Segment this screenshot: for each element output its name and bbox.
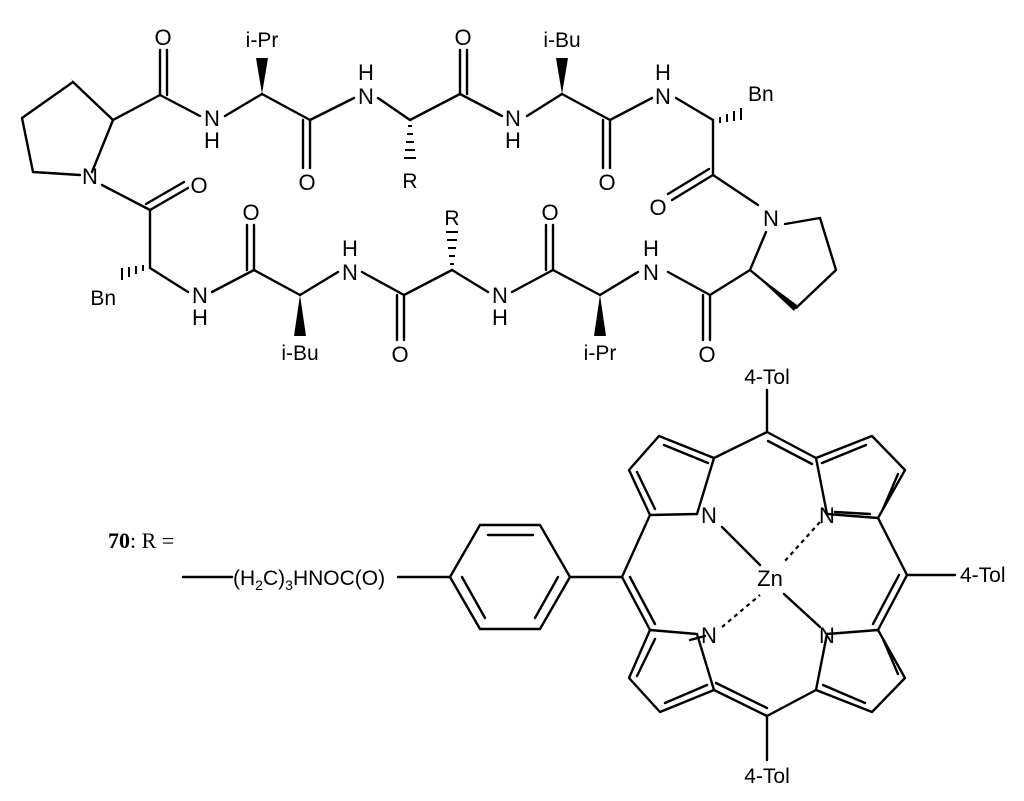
- nh-n-label: N: [204, 106, 220, 131]
- nh-h-label: H: [358, 60, 374, 85]
- nh-h-label: H: [492, 305, 508, 330]
- nh-n-label: N: [192, 283, 208, 308]
- benzyl-label: Bn: [90, 287, 116, 310]
- tolyl-label: 4-Tol: [744, 366, 790, 389]
- oxygen-label: O: [242, 200, 259, 225]
- nh-n-label: N: [358, 84, 374, 109]
- isopropyl-label: i-Pr: [584, 342, 617, 365]
- r-definition: 70: R = (H2C)3HNOC(O): [108, 528, 452, 593]
- pyrrole-nitrogen-label: N: [819, 623, 835, 648]
- oxygen-label: O: [154, 25, 171, 50]
- peptide-labels: O O O O O O O O O O N H H N N H H N N H …: [82, 25, 779, 367]
- porphyrin-labels: N N N N Zn 4-Tol 4-Tol 4-Tol: [701, 366, 1005, 788]
- nh-n-label: N: [655, 84, 671, 109]
- nh-h-label: H: [643, 236, 659, 261]
- nh-n-label: N: [492, 283, 508, 308]
- pyrrole-nitrogen-label: N: [701, 623, 717, 648]
- linker-label: (H2C)3HNOC(O): [233, 567, 385, 593]
- oxygen-label: O: [298, 170, 315, 195]
- pyrrole-nitrogen-label: N: [701, 503, 717, 528]
- nh-n-label: N: [643, 260, 659, 285]
- isopropyl-label: i-Pr: [246, 29, 279, 52]
- nh-n-label: N: [505, 106, 521, 131]
- phenyl-ring: [448, 523, 624, 631]
- isobutyl-label: i-Bu: [281, 342, 318, 365]
- nh-h-label: H: [192, 305, 208, 330]
- tolyl-label: 4-Tol: [744, 765, 790, 788]
- tolyl-label: 4-Tol: [960, 564, 1006, 587]
- pyrrole-nitrogen-label: N: [819, 503, 835, 528]
- porphyrin-bonds: [620, 388, 957, 762]
- oxygen-label: O: [391, 342, 408, 367]
- oxygen-label: O: [541, 200, 558, 225]
- compound-number-label: 70: R =: [108, 528, 174, 553]
- oxygen-label: O: [649, 195, 666, 220]
- nh-h-label: H: [342, 236, 358, 261]
- oxygen-label: O: [598, 170, 615, 195]
- benzyl-label: Bn: [748, 83, 774, 106]
- proline-nitrogen-label: N: [82, 164, 98, 189]
- r-group-label: R: [444, 207, 459, 230]
- wedge-bonds: [71, 58, 797, 336]
- zinc-label: Zn: [757, 566, 783, 591]
- oxygen-label: O: [454, 25, 471, 50]
- oxygen-label: O: [698, 342, 715, 367]
- isobutyl-label: i-Bu: [543, 29, 580, 52]
- r-group-label: R: [402, 170, 417, 193]
- nh-h-label: H: [505, 128, 521, 153]
- nh-h-label: H: [655, 60, 671, 85]
- nh-h-label: H: [204, 128, 220, 153]
- hashed-bonds: [121, 108, 742, 280]
- peptide-bonds: [20, 48, 838, 342]
- oxygen-label: O: [190, 173, 207, 198]
- proline-nitrogen-label: N: [763, 206, 779, 231]
- nh-n-label: N: [342, 260, 358, 285]
